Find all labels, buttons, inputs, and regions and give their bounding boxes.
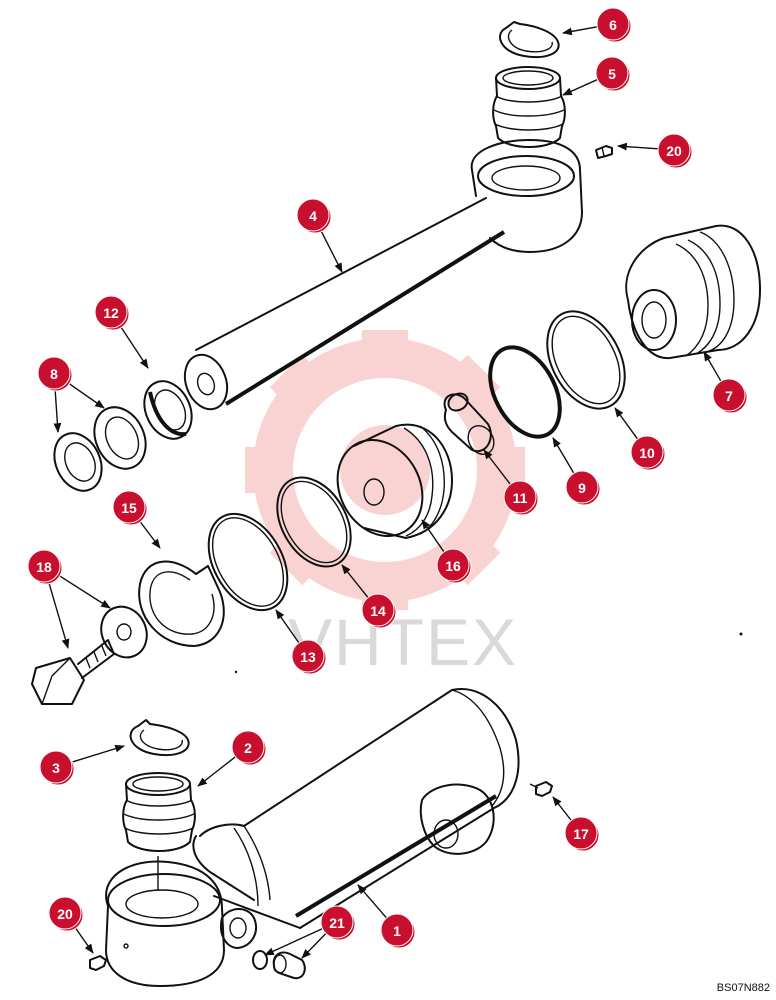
leader-line-12 <box>119 324 149 369</box>
callout-label: 10 <box>639 445 655 461</box>
callout-badge-2: 2 <box>231 730 267 766</box>
leader-line-7 <box>703 351 722 382</box>
callout-badge-12: 12 <box>94 295 130 331</box>
callout-label: 12 <box>103 305 119 321</box>
leader-line-2 <box>197 756 236 787</box>
part-10-backup-ring <box>546 310 626 410</box>
leader-line-8 <box>53 388 62 433</box>
callout-badge-3: 3 <box>39 750 75 786</box>
leader-line-20 <box>617 142 659 151</box>
callout-badge-8: 8 <box>37 356 73 392</box>
leader-line-18 <box>47 581 70 649</box>
part-4-piston-rod <box>183 139 583 411</box>
part-16-piston <box>336 423 453 539</box>
leader-line-5 <box>562 78 598 96</box>
callout-label: 17 <box>573 826 589 842</box>
leader-line-1 <box>357 884 388 919</box>
leader-line-21 <box>301 932 327 959</box>
callout-badge-18: 18 <box>27 549 63 585</box>
callout-label: 18 <box>36 559 52 575</box>
leader-line-13 <box>275 609 300 644</box>
callout-badge-11: 11 <box>503 480 539 516</box>
callout-label: 9 <box>578 480 586 496</box>
leader-line-10 <box>614 407 639 440</box>
callout-label: 1 <box>393 923 401 939</box>
part-2-bushing <box>122 772 196 890</box>
callout-label: 21 <box>329 915 345 931</box>
callout-label: 14 <box>370 603 386 619</box>
leader-line-16 <box>421 519 445 553</box>
artifact-dot <box>739 632 743 636</box>
callout-badge-10: 10 <box>630 435 666 471</box>
callout-label: 5 <box>608 66 616 82</box>
leader-line-8 <box>66 381 105 409</box>
callout-label: 11 <box>513 490 528 506</box>
callout-badge-6: 6 <box>596 7 632 43</box>
artifact-dot <box>234 670 238 674</box>
leader-line-18 <box>57 573 111 609</box>
reference-code: BS07N882 <box>716 982 770 994</box>
part-13-piston-seal <box>207 512 289 612</box>
callout-badge-20: 20 <box>657 133 693 169</box>
part-15-split-ring <box>138 560 225 647</box>
callout-badge-16: 16 <box>436 548 472 584</box>
callout-badge-7: 7 <box>712 378 748 414</box>
callout-badge-9: 9 <box>565 470 601 506</box>
leader-line-4 <box>319 228 343 273</box>
part-1-cylinder-barrel <box>105 688 520 987</box>
callout-badge-17: 17 <box>564 816 600 852</box>
callout-label: 2 <box>244 740 252 756</box>
callout-badge-21: 21 <box>320 905 356 941</box>
part-20-grease-fitting-top <box>595 145 613 159</box>
leader-line-20 <box>73 925 94 954</box>
part-18-bolt-and-washer <box>31 605 148 705</box>
part-9-o-ring <box>488 345 562 439</box>
callout-label: 3 <box>52 760 60 776</box>
part-5-bushing <box>492 66 566 148</box>
part-12-wiper-seal <box>143 380 193 440</box>
part-21-plug-and-o-ring <box>252 950 306 980</box>
watermark-text: VHTEX <box>288 605 518 679</box>
part-3-snap-ring <box>129 719 190 756</box>
callout-label: 13 <box>300 649 316 665</box>
callout-label: 15 <box>121 500 137 516</box>
callout-label: 6 <box>609 17 617 33</box>
callout-badge-4: 4 <box>296 198 332 234</box>
callout-label: 4 <box>309 208 317 224</box>
leader-line-17 <box>552 796 572 821</box>
callout-label: 16 <box>445 558 461 574</box>
part-6-snap-ring <box>499 21 560 58</box>
callout-layer: 6 5 20 4 12 8 7 10 9 11 15 16 18 14 13 2 3 17 20 21 1 <box>27 7 748 959</box>
leader-line-21 <box>264 928 323 956</box>
leader-line-6 <box>562 26 598 36</box>
leader-line-11 <box>483 449 511 485</box>
callout-label: 20 <box>666 143 682 159</box>
callout-badge-5: 5 <box>595 56 631 92</box>
part-14-wear-ring <box>276 476 352 568</box>
leader-line-9 <box>552 437 575 474</box>
part-7-cylinder-head <box>625 224 761 360</box>
callout-badge-13: 13 <box>291 639 327 675</box>
leader-line-14 <box>341 564 369 598</box>
callout-label: 8 <box>50 366 58 382</box>
part-17-grease-fitting <box>529 781 553 797</box>
callout-badge-14: 14 <box>361 593 397 629</box>
part-20-grease-fitting-bottom <box>89 955 107 971</box>
leader-line-3 <box>71 744 125 763</box>
part-8-seals <box>53 406 147 492</box>
callout-badge-15: 15 <box>112 490 148 526</box>
callout-label: 7 <box>725 388 733 404</box>
callout-badge-20: 20 <box>48 896 84 932</box>
callout-label: 20 <box>57 906 73 922</box>
leader-line-15 <box>138 519 161 549</box>
callout-badge-1: 1 <box>380 913 416 949</box>
